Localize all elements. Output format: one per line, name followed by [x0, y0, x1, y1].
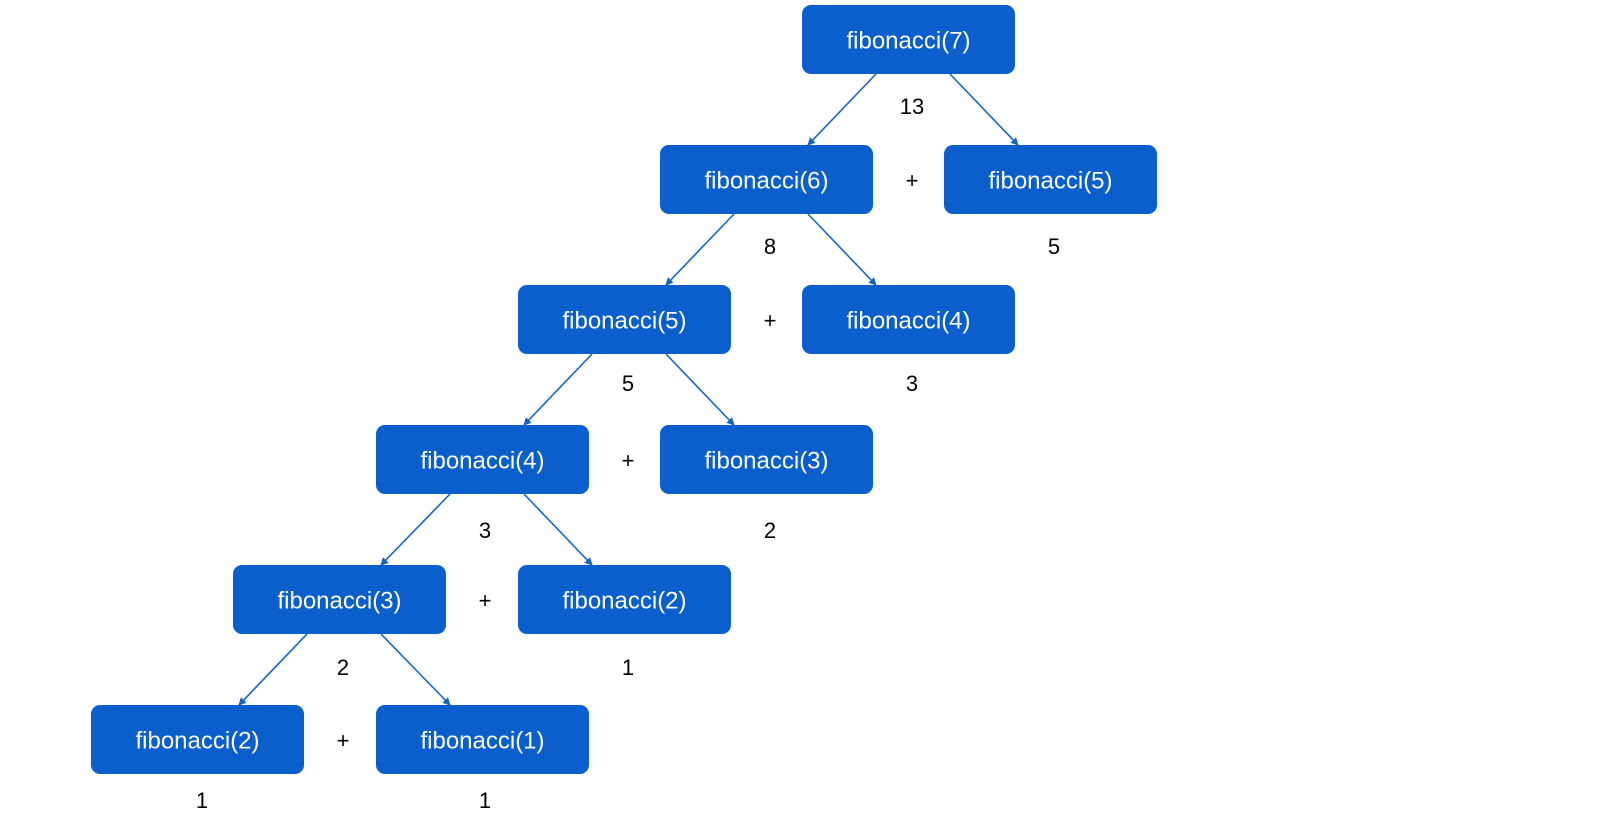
node-box — [660, 145, 873, 214]
node-f4b: fibonacci(4) — [802, 285, 1015, 354]
node-label: fibonacci(1) — [420, 728, 544, 755]
return-value-f1: 1 — [479, 788, 491, 813]
node-box — [802, 285, 1015, 354]
return-value-f4a: 3 — [479, 518, 491, 543]
return-value-f3a: 2 — [337, 655, 349, 680]
return-value-f4b: 3 — [906, 371, 918, 396]
node-box — [944, 145, 1157, 214]
return-value-f7: 13 — [900, 94, 924, 119]
edge-f7-to-f5b — [949, 73, 1019, 146]
node-label: fibonacci(5) — [988, 168, 1112, 195]
node-label: fibonacci(3) — [277, 588, 401, 615]
node-box — [91, 705, 304, 774]
node-f3a: fibonacci(3) — [233, 565, 446, 634]
node-box — [233, 565, 446, 634]
plus-layer: + + + + + — [337, 168, 919, 753]
plus-sign: + — [622, 448, 635, 473]
node-label: fibonacci(3) — [704, 448, 828, 475]
node-label: fibonacci(5) — [562, 308, 686, 335]
node-f3b: fibonacci(3) — [660, 425, 873, 494]
edge-f7-to-f6 — [807, 73, 877, 146]
node-f5a: fibonacci(5) — [518, 285, 731, 354]
edge-f5a-to-f3b — [665, 353, 735, 426]
node-f2b: fibonacci(2) — [518, 565, 731, 634]
nodes-layer: fibonacci(7) fibonacci(6) fibonacci(5) fibo… — [91, 5, 1157, 774]
edges-layer — [238, 73, 1019, 706]
edge-f6-to-f5a — [665, 213, 735, 286]
node-f5b: fibonacci(5) — [944, 145, 1157, 214]
node-label: fibonacci(4) — [420, 448, 544, 475]
edge-f5a-to-f4a — [523, 353, 593, 426]
return-value-f6: 8 — [764, 234, 776, 259]
node-box — [518, 565, 731, 634]
node-label: fibonacci(7) — [846, 28, 970, 55]
edge-f4a-to-f2b — [523, 493, 593, 566]
edge-f3a-to-f1 — [380, 633, 451, 706]
node-box — [376, 705, 589, 774]
node-box — [660, 425, 873, 494]
node-label: fibonacci(2) — [135, 728, 259, 755]
node-label: fibonacci(6) — [704, 168, 828, 195]
node-label: fibonacci(4) — [846, 308, 970, 335]
plus-sign: + — [337, 728, 350, 753]
return-value-f5a: 5 — [622, 371, 634, 396]
edge-f6-to-f4b — [807, 213, 877, 286]
node-box — [376, 425, 589, 494]
node-f4a: fibonacci(4) — [376, 425, 589, 494]
node-box — [802, 5, 1015, 74]
node-f7: fibonacci(7) — [802, 5, 1015, 74]
return-value-f2a: 1 — [196, 788, 208, 813]
node-f6: fibonacci(6) — [660, 145, 873, 214]
plus-sign: + — [479, 588, 492, 613]
edge-f3a-to-f2a — [238, 633, 308, 706]
node-label: fibonacci(2) — [562, 588, 686, 615]
plus-sign: + — [906, 168, 919, 193]
node-box — [518, 285, 731, 354]
node-f1: fibonacci(1) — [376, 705, 589, 774]
return-value-f2b: 1 — [622, 655, 634, 680]
plus-sign: + — [764, 308, 777, 333]
return-value-f5b: 5 — [1048, 234, 1060, 259]
values-layer: 13 8 5 5 3 3 2 2 1 1 1 — [196, 94, 1060, 813]
edge-f4a-to-f3a — [380, 493, 451, 566]
return-value-f3b: 2 — [764, 518, 776, 543]
node-f2a: fibonacci(2) — [91, 705, 304, 774]
